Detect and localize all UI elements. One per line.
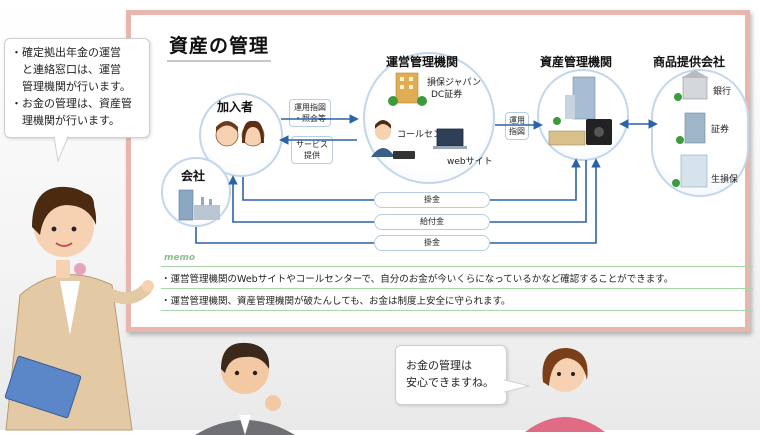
right-speech-bubble: お金の管理は 安心できますね。 xyxy=(395,345,507,405)
contribution-top-pill: 掛金 xyxy=(374,192,490,208)
provider-bank: 銀行 xyxy=(713,87,732,97)
asset-instruction-line1: 運用 xyxy=(509,116,525,125)
title-underline xyxy=(167,60,271,62)
left-bubble-line-1: ・確定拠出年金の運営 xyxy=(11,46,121,59)
presenter-woman-illustration xyxy=(4,186,154,431)
provider-securities-icon xyxy=(676,112,706,144)
memo-rule-2 xyxy=(161,288,753,289)
memo-label: memo xyxy=(164,253,196,263)
operator-building-icon xyxy=(388,72,427,106)
asset-manager-bank-icon xyxy=(548,76,612,146)
left-speech-bubble: ・確定拠出年金の運営 と連絡窓口は、運営 管理機関が行います。 ・お金の管理は、… xyxy=(4,38,150,138)
partner-name: 損保ジャパン xyxy=(427,78,482,88)
operator-circle xyxy=(363,52,495,184)
member-heading: 加入者 xyxy=(217,100,254,114)
right-bubble-line-2: 安心できますね。 xyxy=(406,376,494,389)
left-bubble-tail xyxy=(53,135,69,163)
left-bubble-line-3: 管理機関が行います。 xyxy=(11,80,131,93)
service-label-line1: サービス xyxy=(296,140,328,149)
service-label-line2: 提供 xyxy=(304,151,320,160)
left-bubble-line-2: と連絡窓口は、運営 xyxy=(11,63,121,76)
provider-bank-icon xyxy=(674,70,709,101)
asset-instruction-line2: 指図 xyxy=(509,127,525,136)
board-title: 資産の管理 xyxy=(169,35,270,57)
woman-listener-illustration xyxy=(525,348,605,432)
memo-rule-1 xyxy=(161,266,753,267)
right-bubble-line-1: お金の管理は xyxy=(406,359,472,372)
benefit-arrow xyxy=(228,160,587,223)
contribution-bottom-pill: 掛金 xyxy=(374,235,490,251)
partner-name-2: DC証券 xyxy=(431,90,463,100)
company-heading: 会社 xyxy=(181,169,206,183)
website-label: webサイト xyxy=(447,157,493,167)
instruction-label-line1: 運用指図 xyxy=(294,103,326,112)
call-center-label: コールセンター xyxy=(397,130,461,140)
flow-diagram xyxy=(178,70,709,244)
provider-insurance: 生損保 xyxy=(711,175,739,185)
memo-item-1: ・運営管理機関のWebサイトやコールセンターで、自分のお金が今いくらになっている… xyxy=(161,274,674,285)
provider-securities: 証券 xyxy=(711,125,730,135)
company-buildings-icon xyxy=(178,189,220,221)
whiteboard: 資産の管理 加入者 会社 運営管理機関 資産管理機関 商品提供会社 損保ジャパン… xyxy=(126,10,753,332)
asset-instruction-label: 運用 指図 xyxy=(505,112,529,140)
right-bubble-tail xyxy=(503,379,530,393)
asset-manager-heading: 資産管理機関 xyxy=(540,55,613,69)
provider-insurance-icon xyxy=(672,154,708,188)
man-thinking-illustration xyxy=(195,342,295,435)
memo-rule-3 xyxy=(161,310,753,311)
call-center-operator-icon xyxy=(371,120,415,159)
benefit-pill: 給付金 xyxy=(374,214,490,230)
left-bubble-line-4: ・お金の管理は、資産管 xyxy=(11,97,132,110)
provider-heading: 商品提供会社 xyxy=(653,55,726,69)
member-faces-icon xyxy=(215,120,265,147)
operator-heading: 運営管理機関 xyxy=(386,55,459,69)
laptop-icon xyxy=(433,128,467,149)
memo-item-2: ・運営管理機関、資産管理機関が破たんしても、お金は制度上安全に守られます。 xyxy=(161,296,511,307)
left-bubble-line-5: 理機関が行います。 xyxy=(11,114,120,127)
